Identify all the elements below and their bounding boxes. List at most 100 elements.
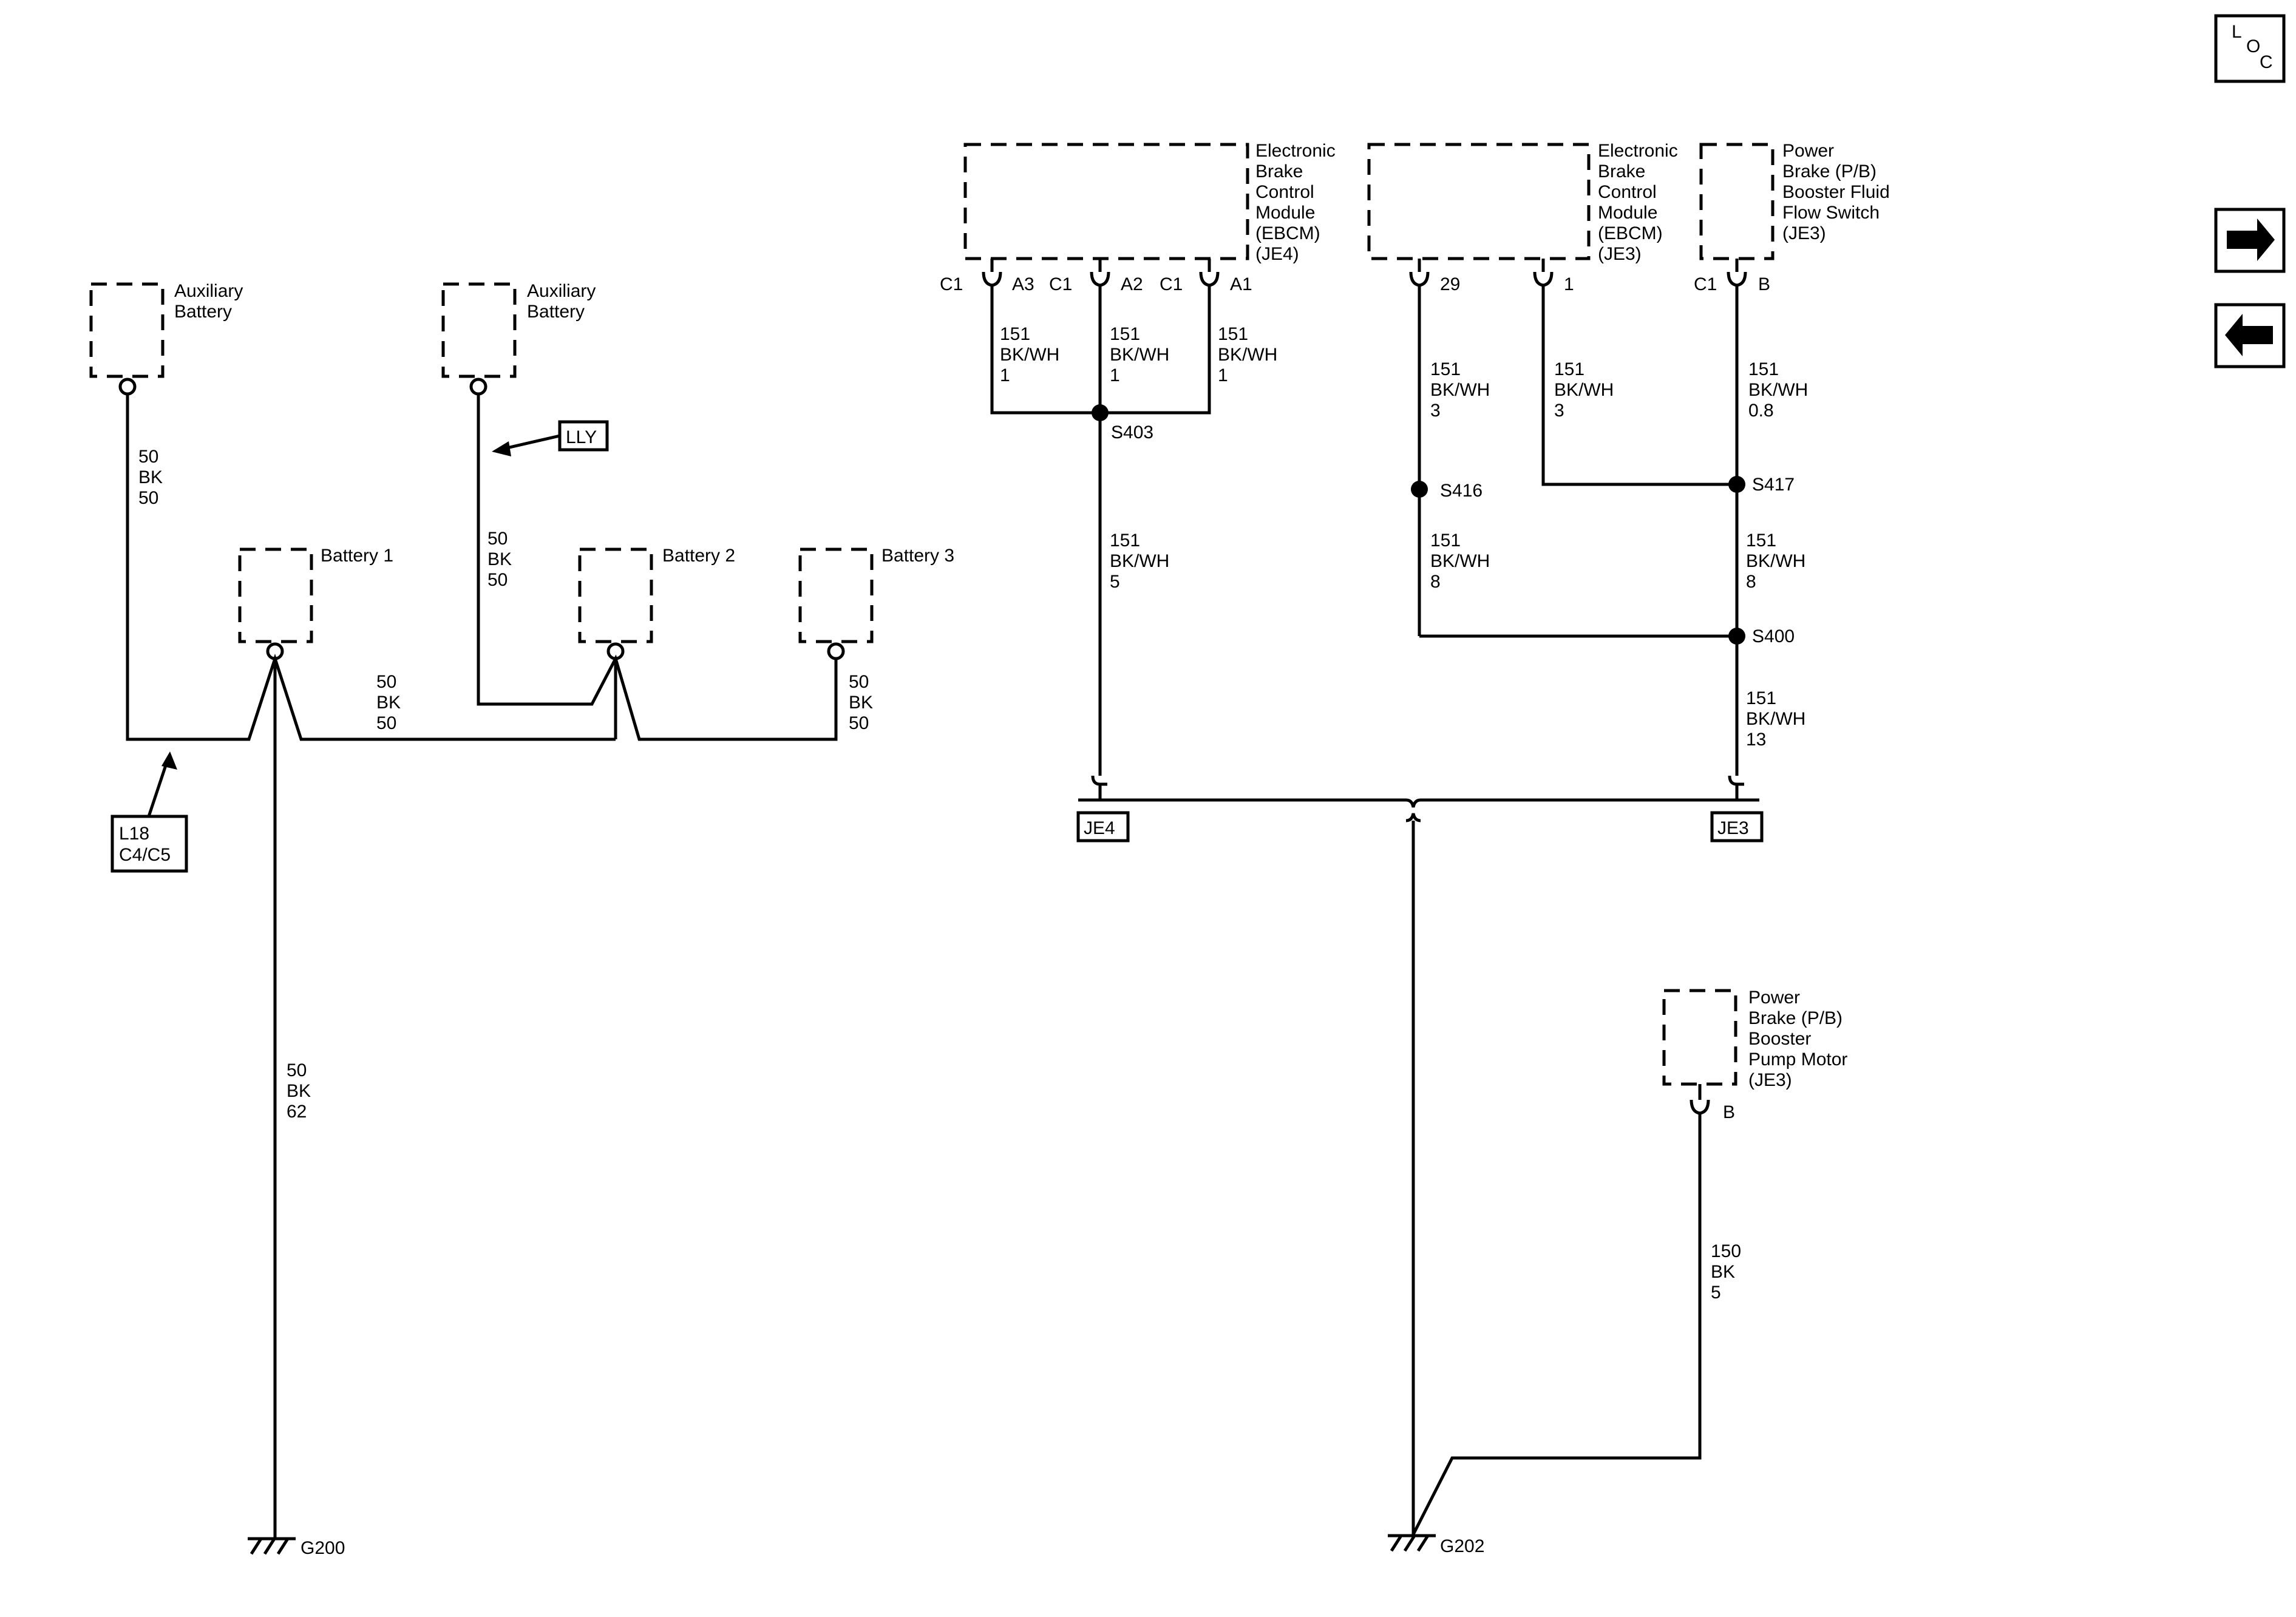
svg-text:50: 50: [287, 1060, 307, 1080]
wire-label-aux2: 50 BK 50: [487, 529, 512, 590]
svg-text:Battery 2: Battery 2: [662, 546, 735, 566]
svg-text:Booster Fluid: Booster Fluid: [1782, 182, 1890, 202]
wire-label-ebcm-a1: 151 BK/WH 1: [1218, 324, 1277, 385]
svg-text:Booster: Booster: [1748, 1029, 1811, 1049]
svg-text:151: 151: [1746, 688, 1776, 708]
svg-text:BK/WH: BK/WH: [1110, 345, 1169, 365]
svg-text:G200: G200: [301, 1538, 345, 1558]
pump-motor: Power Brake (P/B) Booster Pump Motor (JE…: [1662, 988, 1847, 1090]
svg-text:151: 151: [1110, 531, 1140, 551]
svg-text:151: 151: [1430, 359, 1461, 379]
loc-button[interactable]: L O C: [2214, 14, 2286, 83]
svg-text:50: 50: [487, 570, 508, 590]
svg-text:5: 5: [1711, 1283, 1721, 1303]
svg-text:151: 151: [1110, 324, 1140, 344]
svg-text:BK/WH: BK/WH: [1430, 380, 1490, 400]
svg-text:(JE4): (JE4): [1255, 244, 1299, 264]
svg-text:L18: L18: [119, 824, 149, 844]
ebcm-je4: Electronic Brake Control Module (EBCM) (…: [963, 141, 1336, 264]
splice-s417: S417: [1752, 475, 1795, 495]
svg-text:Battery 1: Battery 1: [321, 546, 393, 566]
svg-text:Brake (P/B): Brake (P/B): [1748, 1008, 1843, 1028]
option-tag-lly: LLY: [492, 420, 609, 456]
ground-g200: G200: [248, 1537, 345, 1558]
svg-text:(JE3): (JE3): [1782, 223, 1826, 243]
svg-text:50: 50: [376, 672, 396, 692]
svg-text:BK/WH: BK/WH: [1746, 551, 1805, 571]
svg-text:1: 1: [1218, 365, 1228, 385]
svg-text:BK/WH: BK/WH: [1748, 380, 1808, 400]
svg-text:Control: Control: [1255, 182, 1314, 202]
svg-text:(JE3): (JE3): [1748, 1070, 1792, 1090]
forward-button[interactable]: [2214, 208, 2286, 273]
svg-text:50: 50: [487, 529, 508, 549]
svg-text:BK/WH: BK/WH: [1000, 345, 1059, 365]
svg-text:BK: BK: [376, 693, 401, 713]
svg-text:150: 150: [1711, 1241, 1741, 1261]
wire-label-pump: 150 BK 5: [1711, 1241, 1741, 1303]
svg-text:151: 151: [1218, 324, 1248, 344]
ground-g202: G202: [1388, 1534, 1484, 1556]
svg-text:Auxiliary: Auxiliary: [174, 281, 243, 301]
svg-text:A2: A2: [1121, 274, 1143, 294]
flow-switch: Power Brake (P/B) Booster Fluid Flow Swi…: [1699, 141, 1890, 260]
svg-text:JE4: JE4: [1084, 818, 1115, 838]
svg-text:5: 5: [1110, 572, 1120, 592]
svg-text:29: 29: [1440, 274, 1460, 294]
splice-s403: S403: [1111, 422, 1153, 442]
wire-label-bat-bus: 50 BK 50: [376, 672, 401, 733]
flow-switch-pin: C1 B: [1694, 259, 1770, 294]
svg-text:50: 50: [849, 713, 869, 733]
svg-text:Battery 3: Battery 3: [881, 546, 954, 566]
svg-text:JE3: JE3: [1717, 818, 1749, 838]
svg-text:Flow Switch: Flow Switch: [1782, 203, 1880, 223]
svg-text:50: 50: [376, 713, 396, 733]
svg-text:C1: C1: [1160, 274, 1183, 294]
battery-1: Battery 1: [238, 546, 393, 660]
svg-text:Battery: Battery: [174, 302, 232, 322]
svg-text:3: 3: [1554, 401, 1564, 421]
battery-2: Battery 2: [578, 546, 735, 660]
svg-text:Brake: Brake: [1255, 161, 1303, 181]
battery-3: Battery 3: [798, 546, 954, 660]
ebcm-je4-wiring: [990, 285, 1211, 776]
svg-text:BK: BK: [287, 1081, 311, 1101]
svg-text:0.8: 0.8: [1748, 401, 1774, 421]
svg-text:BK: BK: [1711, 1262, 1735, 1282]
svg-text:BK/WH: BK/WH: [1430, 551, 1490, 571]
svg-text:Brake (P/B): Brake (P/B): [1782, 161, 1877, 181]
svg-text:1: 1: [1564, 274, 1574, 294]
svg-text:151: 151: [1554, 359, 1584, 379]
svg-text:Auxiliary: Auxiliary: [527, 281, 596, 301]
svg-text:1: 1: [1000, 365, 1010, 385]
svg-text:Battery: Battery: [527, 302, 585, 322]
wire-label-s403-down: 151 BK/WH 5: [1110, 531, 1169, 592]
svg-text:8: 8: [1746, 572, 1756, 592]
svg-text:C1: C1: [1049, 274, 1072, 294]
svg-text:BK: BK: [849, 693, 873, 713]
svg-text:3: 3: [1430, 401, 1441, 421]
je3-wiring: [1411, 285, 1745, 776]
wire-label-s416-down: 151 BK/WH 8: [1430, 531, 1490, 592]
svg-text:50: 50: [849, 672, 869, 692]
svg-text:A1: A1: [1230, 274, 1252, 294]
svg-text:BK: BK: [487, 549, 512, 569]
pump-wiring: [1411, 1113, 1702, 1536]
ebcm-je3-pins: 29 1: [1409, 259, 1574, 294]
svg-text:A3: A3: [1012, 274, 1034, 294]
svg-text:Pump Motor: Pump Motor: [1748, 1049, 1847, 1070]
svg-text:151: 151: [1000, 324, 1030, 344]
svg-text:1: 1: [1110, 365, 1120, 385]
svg-text:Electronic: Electronic: [1255, 141, 1336, 161]
wire-label-ebcm-a3: 151 BK/WH 1: [1000, 324, 1059, 385]
svg-text:C1: C1: [940, 274, 963, 294]
wire-label-s400-down: 151 BK/WH 13: [1746, 688, 1805, 750]
splice-s400: S400: [1752, 626, 1795, 646]
back-button[interactable]: [2214, 303, 2286, 368]
option-tag-je4: JE4: [1076, 811, 1130, 842]
svg-text:62: 62: [287, 1102, 307, 1122]
aux-battery-2: Auxiliary Battery: [441, 281, 596, 396]
svg-text:C: C: [2260, 52, 2273, 72]
svg-text:Power: Power: [1748, 988, 1800, 1008]
